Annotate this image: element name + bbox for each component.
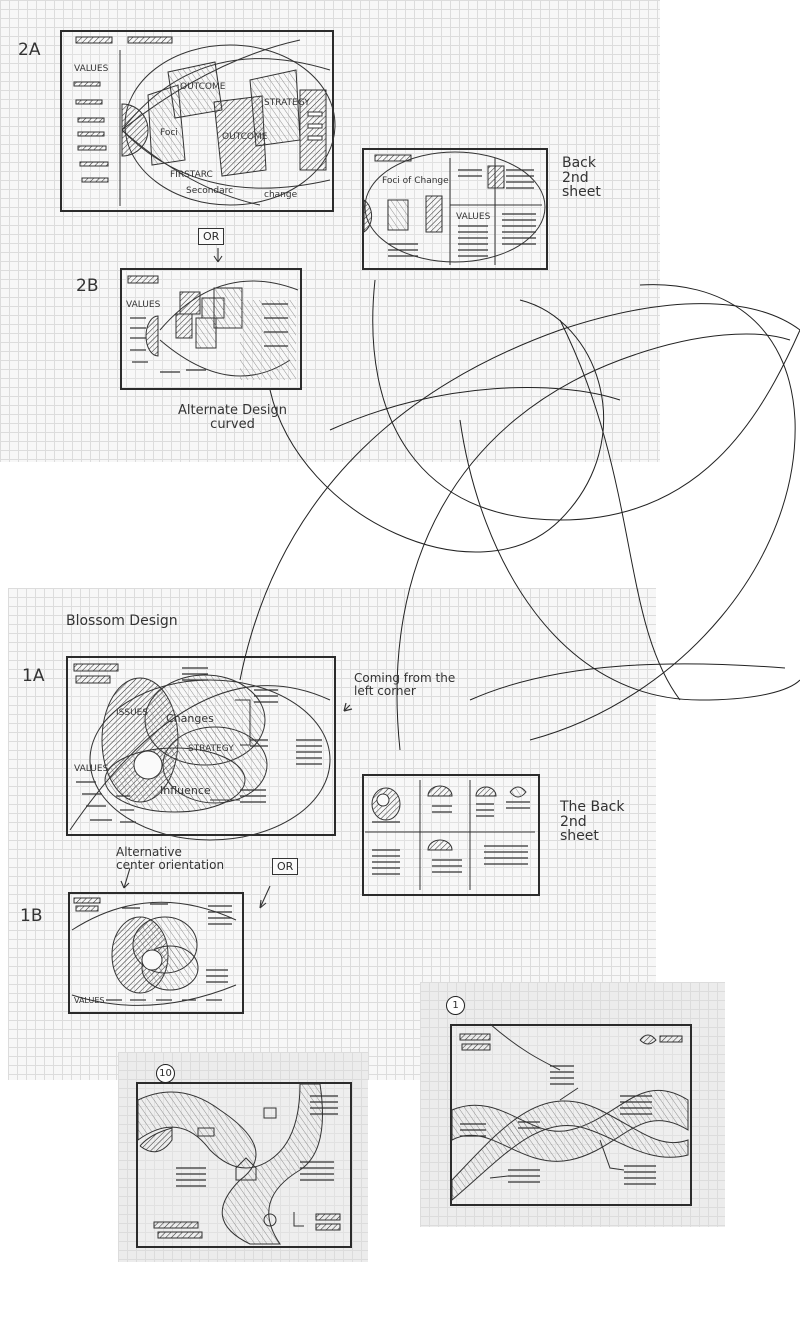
back1-values: VALUES [456,212,491,222]
sketch-1a-drawing [69,663,331,841]
2a-values: VALUES [74,64,109,74]
1a-strategy: STRATEGY [188,744,234,754]
1a-changes: Changes [166,712,214,725]
sketch-back-sheet-2-frame [362,774,540,896]
1b-values: VALUES [74,996,105,1005]
wave-lines [239,279,800,751]
1a-values: VALUES [74,764,109,774]
1a-influence: Influence [160,784,211,797]
2b-values: VALUES [126,300,161,310]
2a-firstarc: FIRSTARC [170,170,213,180]
label-coming-from-left-corner: Coming from the left corner [354,671,456,698]
label-2a: 2A [18,40,41,60]
label-alternate-design: Alternate Design curved [178,403,288,432]
label-sketch-1: 1 [446,996,465,1015]
or-label-2: OR [272,858,299,875]
arrows-1b [120,248,271,909]
2a-change: change [264,190,298,200]
2a-outcome-1: OUTCOME [180,82,226,92]
or-label-1: OR [198,228,225,245]
label-blossom-design: Blossom Design [66,613,178,629]
label-back-2nd-sheet: Back 2nd sheet [562,155,601,201]
sketch-1-drawing [451,1023,689,1202]
back1-foci-of-change: Foci of Change [382,176,449,186]
sketch-2a-drawing [73,36,336,206]
sheet-top [0,0,660,462]
label-alternative-center: Alternative center orientation [116,845,225,872]
label-the-back-2nd-sheet: The Back 2nd sheet [560,799,625,845]
sketch-10-drawing [137,1083,341,1245]
arrow-to-1a [343,702,353,712]
sketch-back-2-drawing [365,780,535,890]
2a-foci: Foci [160,128,178,138]
label-1b: 1B [20,906,43,926]
2a-outcome-2: OUTCOME [222,132,268,142]
2a-strategy: STRATEGY [264,98,310,108]
sketch-2b-drawing [127,275,299,380]
label-2b: 2B [76,276,99,296]
sketch-back-1-drawing [363,151,546,265]
2a-secondarc: Secondarc [186,186,234,196]
label-1a: 1A [22,666,45,686]
sketch-1b-drawing [71,897,237,1006]
1a-issues: ISSUES [116,708,149,718]
label-sketch-10: 10 [156,1064,175,1083]
